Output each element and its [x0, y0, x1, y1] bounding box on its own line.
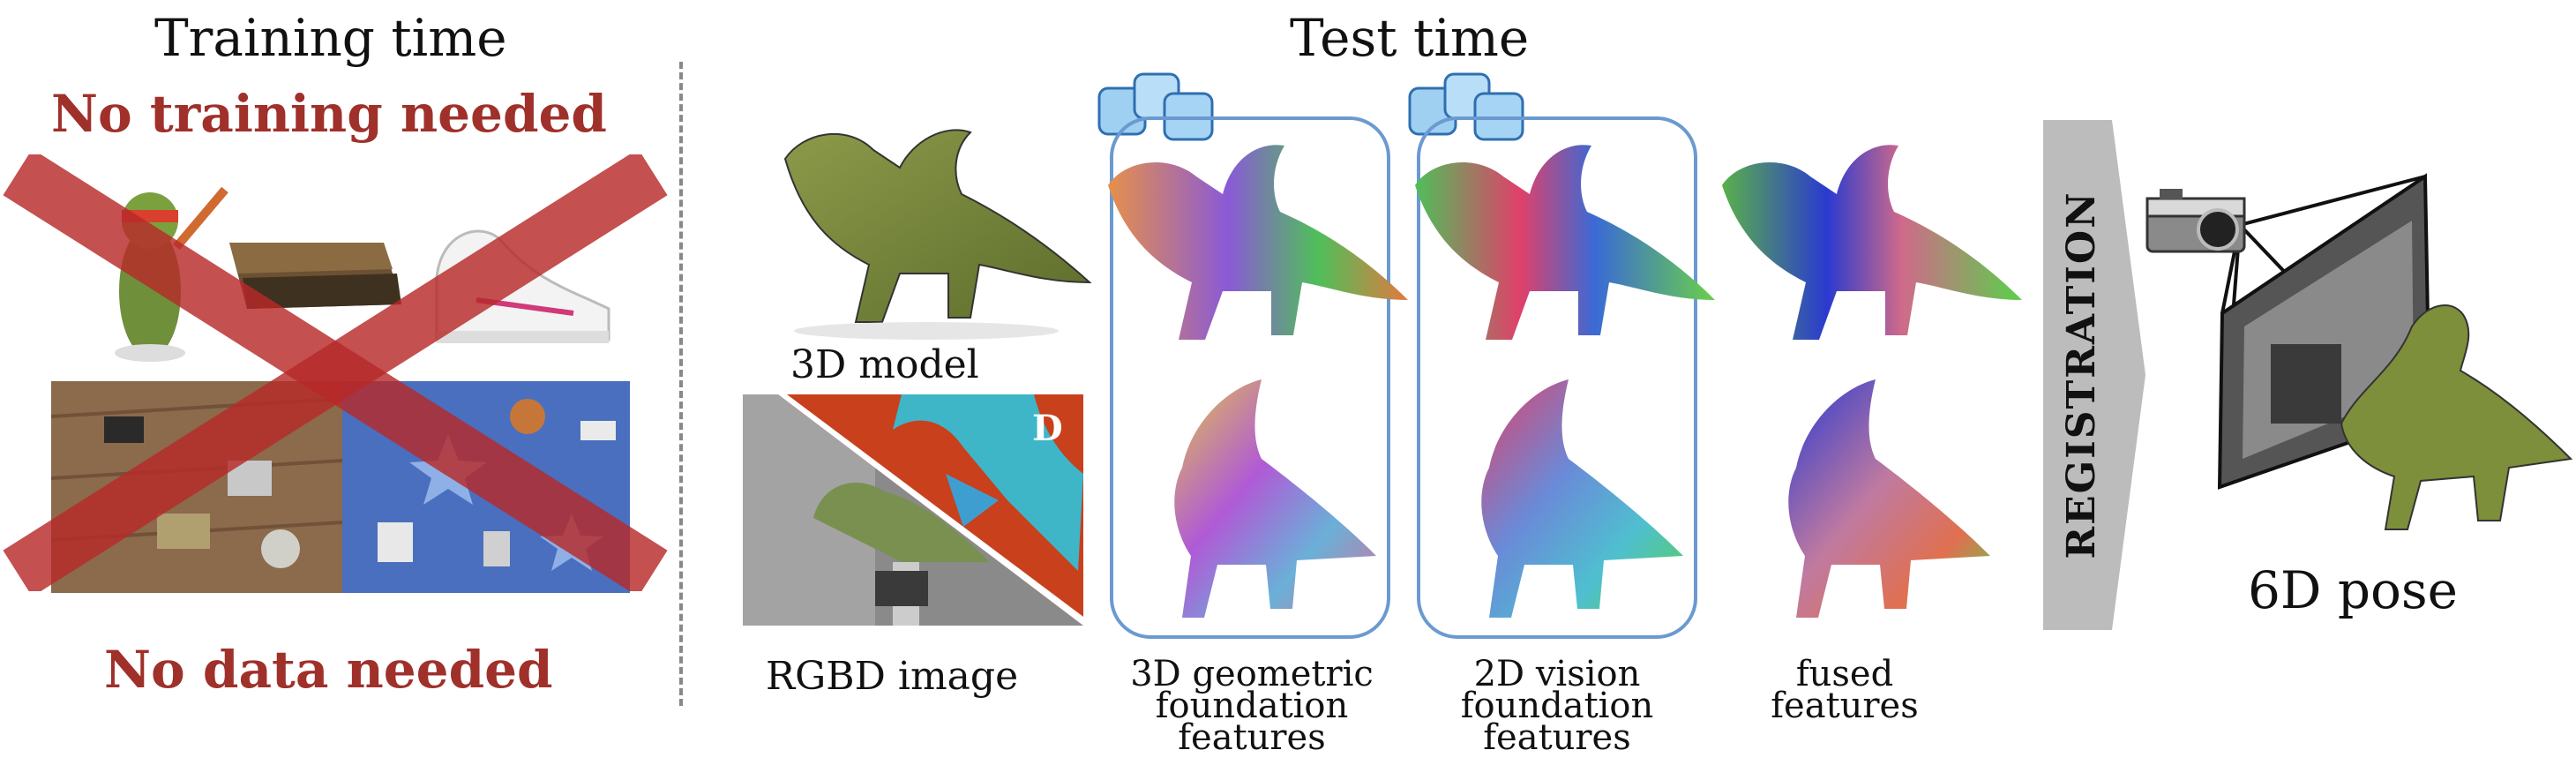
- no-training-label: No training needed: [51, 84, 607, 144]
- depth-badge: D: [1032, 408, 1063, 449]
- training-title: Training time: [154, 8, 507, 68]
- camera-icon: [2145, 189, 2246, 253]
- cross-out-icon: [0, 154, 670, 591]
- vision-features-scene-image: [1427, 371, 1692, 635]
- vision-features-label-line3: features: [1483, 717, 1631, 758]
- geometric-features-model-image: [1090, 132, 1413, 353]
- no-data-label: No data needed: [104, 640, 553, 700]
- geometric-features-box: [1110, 116, 1390, 639]
- pose-label: 6D pose: [2248, 560, 2458, 620]
- 3d-model-label: 3D model: [790, 342, 979, 387]
- fused-features-label-line2: features: [1771, 686, 1919, 726]
- rgbd-image: [743, 394, 1083, 626]
- fused-features-model-image: [1704, 132, 2027, 353]
- geometric-features-label-line2: foundation: [1155, 686, 1349, 726]
- fused-features-scene-image: [1734, 371, 1999, 635]
- vision-features-box: [1417, 116, 1697, 639]
- registration-label: REGISTRATION: [2059, 191, 2104, 559]
- test-title: Test time: [1290, 8, 1530, 68]
- 3d-model-image: [750, 115, 1094, 344]
- geometric-features-label-line1: 3D geometric: [1130, 654, 1374, 694]
- vision-features-label-line2: foundation: [1460, 686, 1654, 726]
- geometric-features-label-line3: features: [1178, 717, 1326, 758]
- fused-features-label-line1: fused: [1795, 654, 1894, 694]
- vision-features-model-image: [1397, 132, 1720, 353]
- geometric-features-scene-image: [1120, 371, 1385, 635]
- registration-arrow: [2043, 120, 2145, 630]
- section-divider: [679, 62, 683, 706]
- rgbd-label: RGBD image: [766, 654, 1019, 699]
- pose-result-image: [2138, 124, 2576, 565]
- vision-features-label-line1: 2D vision: [1473, 654, 1641, 694]
